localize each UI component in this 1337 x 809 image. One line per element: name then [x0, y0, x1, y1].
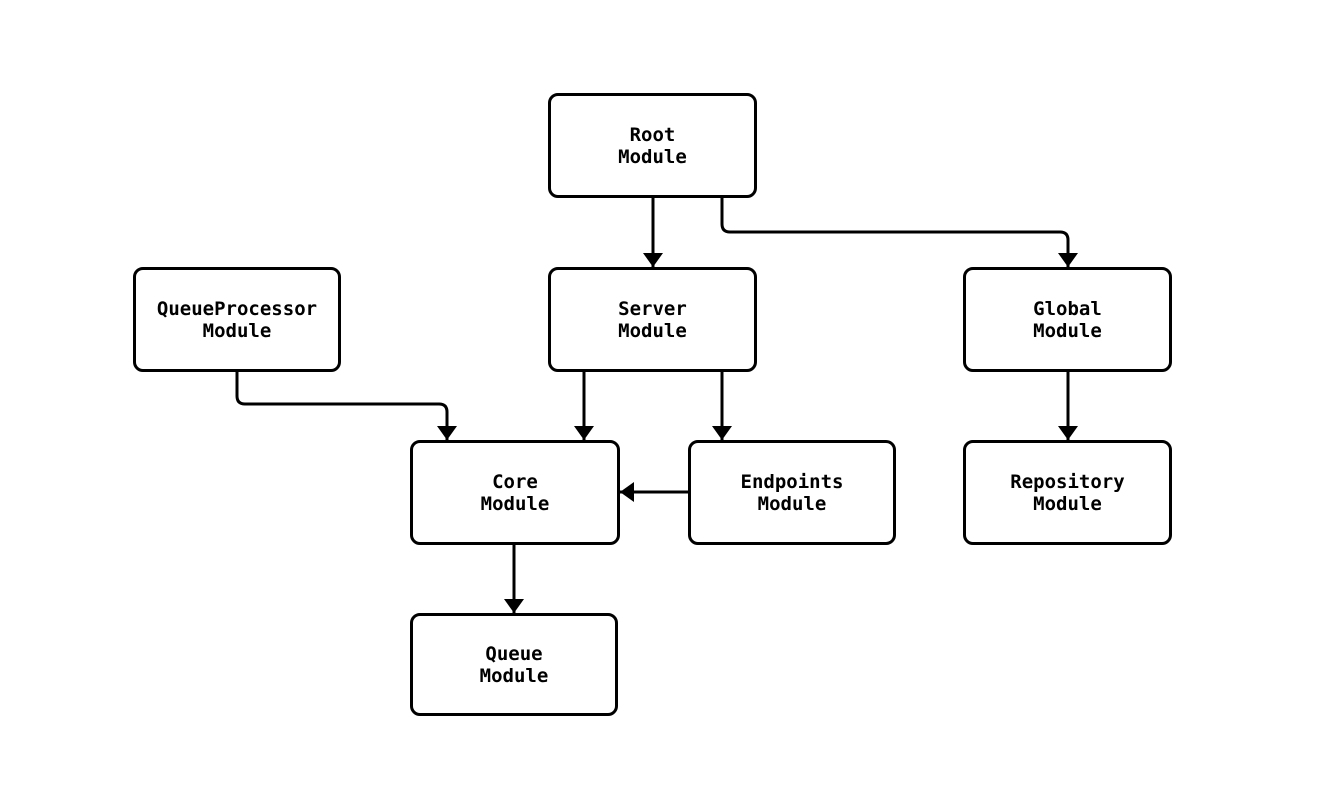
node-core-module: Core Module: [410, 440, 620, 545]
node-label-line2: Module: [479, 664, 549, 687]
node-label-line1: Queue: [485, 642, 543, 665]
node-queueprocessor-module: QueueProcessor Module: [133, 267, 341, 372]
node-label-line1: QueueProcessor: [156, 297, 318, 320]
node-label-line2: Module: [480, 492, 550, 515]
node-label-line1: Server: [618, 297, 687, 320]
node-label-line1: Root: [629, 123, 676, 146]
node-label-line2: Module: [1033, 492, 1102, 515]
node-label-line1: Global: [1033, 297, 1102, 320]
edge-queueprocessor-to-core-arrow: [235, 372, 457, 440]
node-label-line2: Module: [618, 319, 687, 342]
node-label-line2: Module: [1033, 319, 1102, 342]
node-queue-module: Queue Module: [410, 613, 618, 716]
node-label-line2: Module: [202, 319, 272, 342]
node-label-line1: Repository: [1010, 470, 1125, 493]
node-label-line2: Module: [757, 492, 827, 515]
node-endpoints-module: Endpoints Module: [688, 440, 896, 545]
node-root-module: Root Module: [548, 93, 757, 198]
node-server-module: Server Module: [548, 267, 757, 372]
node-global-module: Global Module: [963, 267, 1172, 372]
edge-root-to-global-arrow: [720, 198, 1078, 267]
node-label-line1: Endpoints: [740, 470, 844, 493]
node-repository-module: Repository Module: [963, 440, 1172, 545]
node-label-line1: Core: [492, 470, 538, 493]
node-label-line2: Module: [618, 145, 687, 168]
